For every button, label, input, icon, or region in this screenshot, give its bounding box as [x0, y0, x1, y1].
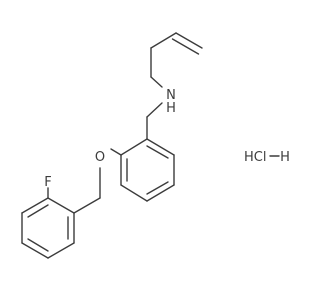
hcl-hydrogen-label: H: [280, 150, 290, 165]
hcl-salt: HCl H: [244, 150, 290, 165]
bond-vinyl-double-1: [175, 32, 203, 49]
bond-allyl-n: [150, 76, 163, 88]
ring1-bond-4: [120, 184, 148, 202]
bond-ring-o: [110, 148, 122, 156]
bond-vinyl-ch: [150, 32, 177, 49]
ring1-bond-1: [146, 138, 175, 156]
hcl-label: HCl: [244, 150, 266, 165]
ring2-bond-2: [47, 242, 75, 259]
molecule-diagram: N H O F HCl H: [21, 32, 290, 259]
amine-hydrogen-label: H: [166, 101, 176, 116]
ring1-bond-6: [120, 138, 148, 156]
ring2-bond-6: [47, 197, 75, 214]
bond-n-ch2: [146, 102, 163, 118]
bond-vinyl-double-2: [171, 38, 200, 55]
ring1-inner-1: [146, 145, 169, 159]
fluorobenzene-ring: [21, 197, 75, 259]
ring2-bond-5: [21, 197, 49, 214]
amine-nh: N H: [166, 88, 176, 116]
central-benzene-ring: [120, 138, 175, 202]
ring1-inner-2: [146, 181, 169, 195]
nitrogen-label: N: [166, 88, 176, 103]
ring2-bond-3: [21, 242, 49, 259]
ring2-inner-2: [27, 238, 49, 252]
oxygen-label: O: [95, 150, 105, 165]
bond-ch2-ring2: [73, 197, 101, 214]
fluorine-label: F: [44, 175, 51, 190]
ring1-bond-3: [146, 184, 175, 202]
allyl-group: [150, 32, 203, 88]
ring2-inner-3: [27, 204, 49, 218]
